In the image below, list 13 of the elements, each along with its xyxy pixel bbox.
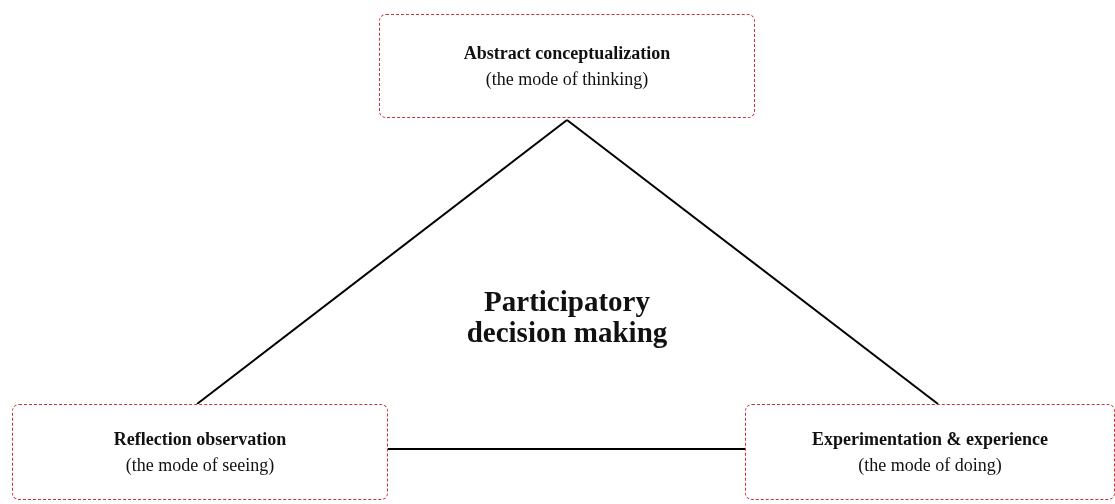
box-subtitle: (the mode of seeing) [125,454,275,477]
connector-line [566,119,939,405]
center-label: Participatory decision making [465,286,669,348]
connector-line [196,119,568,405]
connector-line [387,448,746,450]
box-title: Reflection observation [113,428,287,451]
box-title: Experimentation & experience [812,428,1048,451]
box-subtitle: (the mode of thinking) [485,68,649,91]
dashed-box [745,404,1115,500]
dashed-box [379,14,755,118]
box-subtitle: (the mode of doing) [858,454,1002,477]
dashed-box [12,404,388,500]
box-title: Abstract conceptualization [463,42,671,65]
